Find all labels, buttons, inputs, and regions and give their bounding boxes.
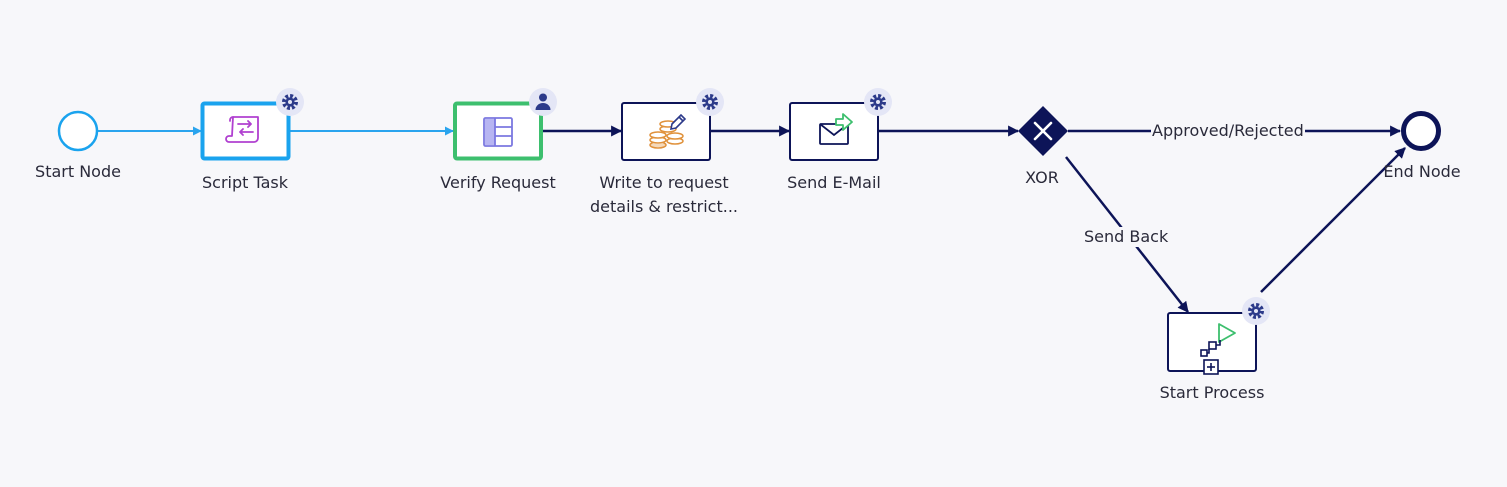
write-request-label-line1: Write to request bbox=[599, 173, 729, 192]
envelope-arrow-icon bbox=[819, 113, 853, 145]
form-layout-icon bbox=[483, 117, 513, 147]
script-task-label: Script Task bbox=[201, 173, 289, 192]
start-node-label: Start Node bbox=[35, 162, 121, 181]
send-email-label: Send E-Mail bbox=[787, 173, 881, 192]
xor-label: XOR bbox=[1025, 168, 1059, 187]
verify-request-label: Verify Request bbox=[440, 173, 556, 192]
start-process-settings-badge[interactable] bbox=[1242, 297, 1270, 325]
edge-label-send-back: Send Back bbox=[1083, 227, 1170, 247]
script-scroll-icon bbox=[225, 116, 259, 143]
x-gateway-icon bbox=[1033, 121, 1053, 141]
verify-request-node[interactable] bbox=[453, 101, 543, 161]
script-task-node[interactable] bbox=[200, 101, 291, 161]
subprocess-marker-icon bbox=[1203, 359, 1219, 375]
send-email-node[interactable] bbox=[789, 102, 879, 161]
write-request-label-line2: details & restrict... bbox=[590, 197, 738, 216]
end-node-label: End Node bbox=[1383, 162, 1461, 181]
subprocess-play-icon bbox=[1200, 323, 1236, 357]
user-icon bbox=[535, 93, 551, 110]
gear-icon bbox=[1248, 303, 1264, 319]
start-node[interactable] bbox=[57, 110, 99, 152]
send-email-settings-badge[interactable] bbox=[864, 88, 892, 116]
gear-icon bbox=[870, 94, 886, 110]
edge-label-approved-rejected: Approved/Rejected bbox=[1151, 121, 1305, 141]
end-node[interactable] bbox=[1401, 111, 1441, 151]
gear-icon bbox=[282, 94, 298, 110]
coins-pencil-icon bbox=[649, 113, 687, 149]
gear-icon bbox=[702, 94, 718, 110]
script-task-settings-badge[interactable] bbox=[276, 88, 304, 116]
xor-gateway[interactable] bbox=[1018, 106, 1068, 156]
start-process-node[interactable] bbox=[1167, 312, 1257, 375]
edge-start-process-to-end[interactable] bbox=[1260, 147, 1406, 293]
write-request-settings-badge[interactable] bbox=[696, 88, 724, 116]
write-request-node[interactable] bbox=[621, 102, 711, 161]
verify-request-user-badge[interactable] bbox=[529, 88, 557, 116]
start-process-label: Start Process bbox=[1159, 383, 1265, 402]
